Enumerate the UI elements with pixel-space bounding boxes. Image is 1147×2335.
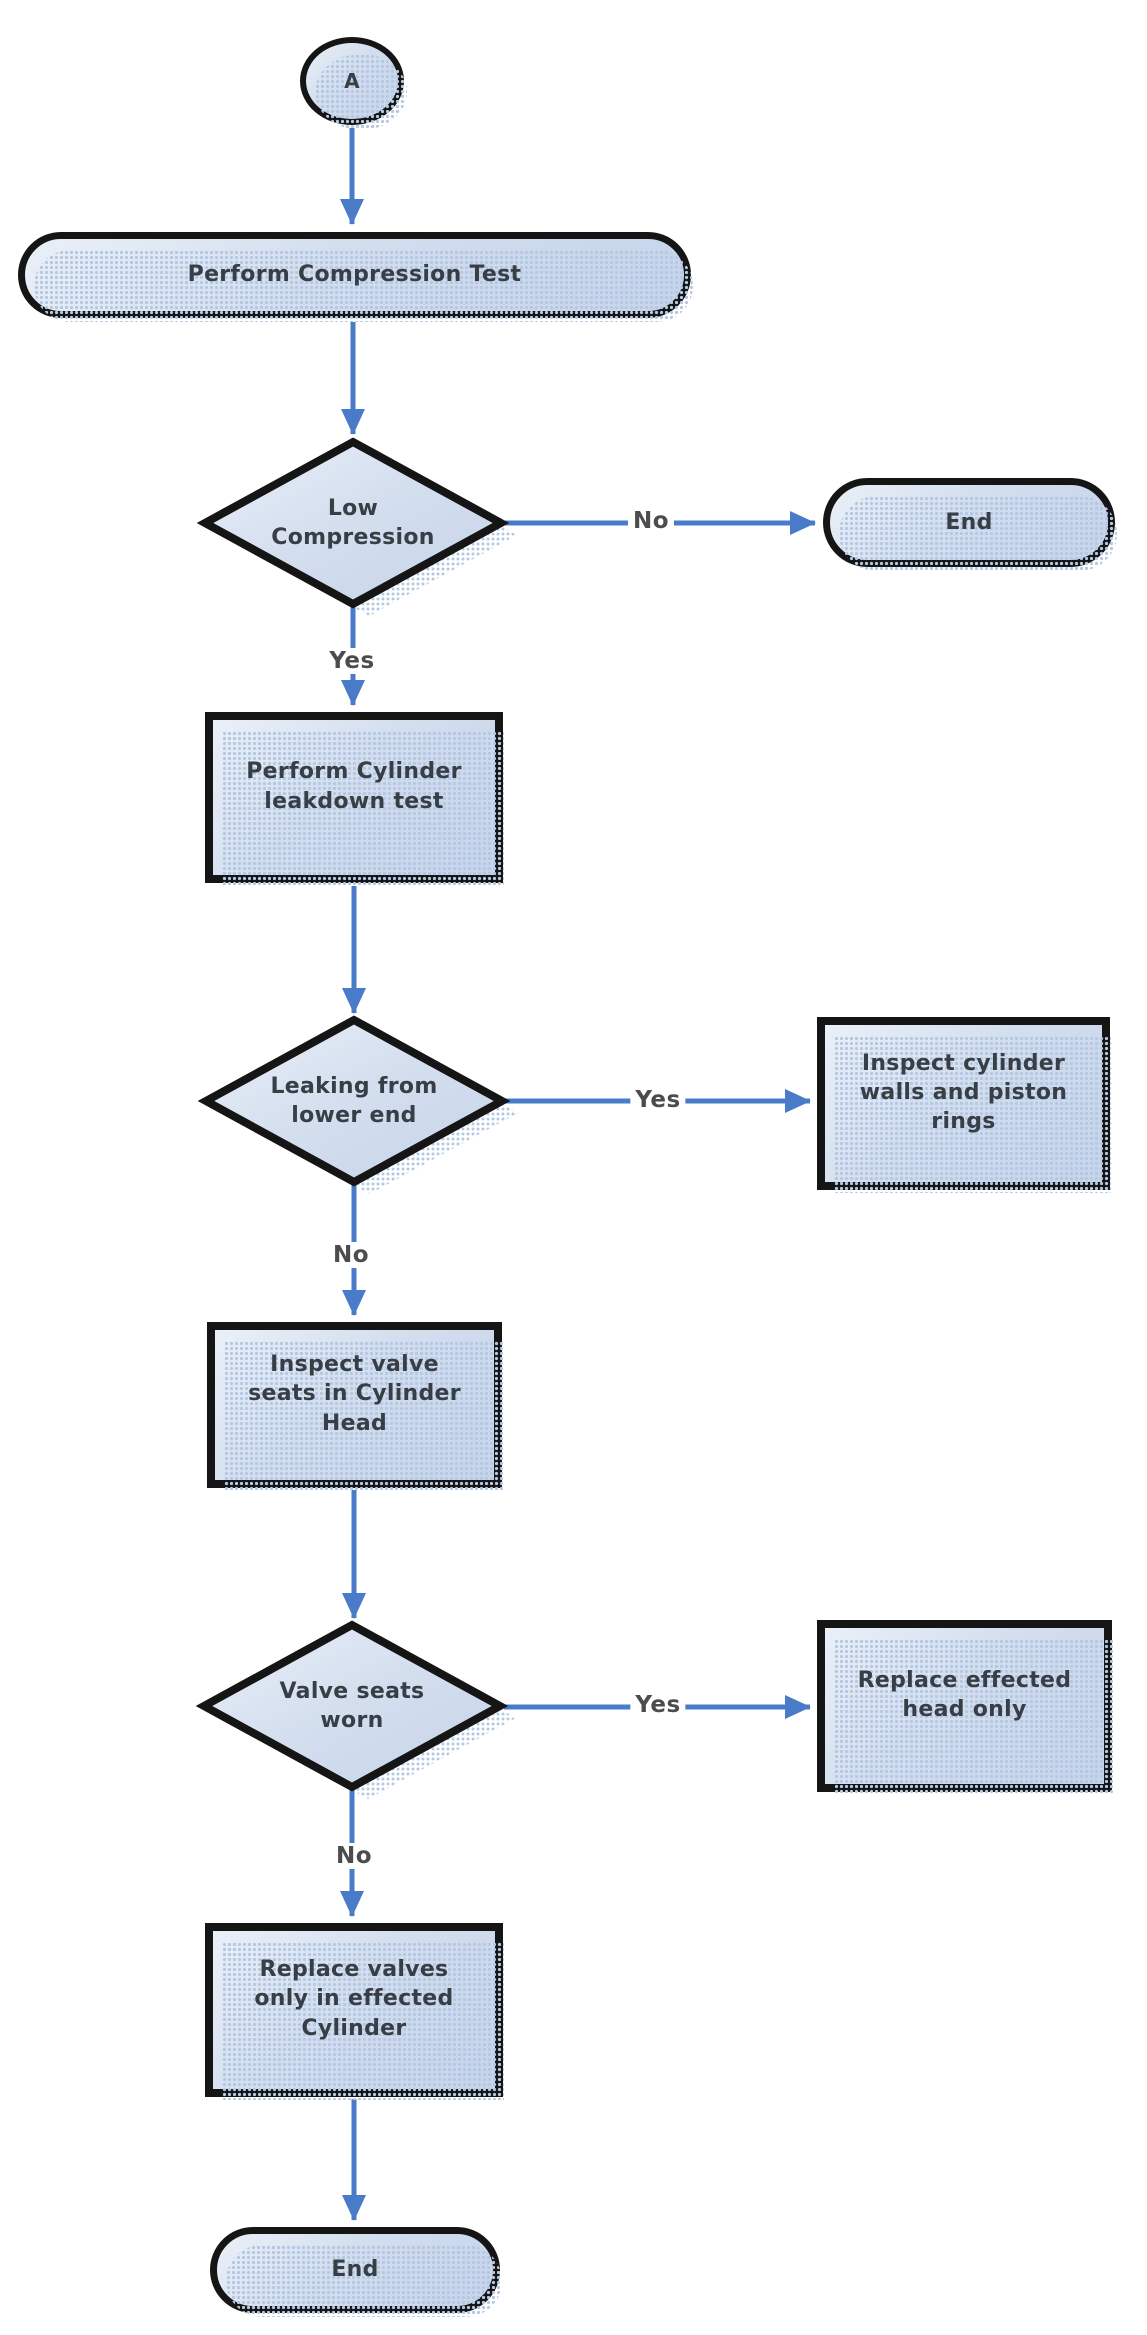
terminator-perform-compression-test: Perform Compression Test	[18, 232, 693, 322]
replace-valves-label: Replace valves only in effected Cylinder	[254, 1957, 454, 2041]
edge-label-low-compression-yes: Yes	[324, 648, 380, 674]
perform-compression-test-label: Perform Compression Test	[187, 262, 522, 288]
inspect-cylinder-walls-label: Inspect cylinder walls and piston rings	[859, 1050, 1068, 1135]
terminator-end-top: End	[823, 478, 1117, 571]
process-inspect-valve-seats: Inspect valve seats in Cylinder Head	[207, 1322, 503, 1491]
edge-label-valve-seats-worn-yes: Yes	[630, 1692, 686, 1718]
process-inspect-cylinder-walls: Inspect cylinder walls and piston rings	[817, 1017, 1111, 1193]
perform-cylinder-leakdown-test-label: Perform Cylinder leakdown test	[246, 759, 462, 814]
decision-low-compression-label: Low Compression	[271, 495, 435, 550]
decision-valve-seats-worn-shape	[195, 1620, 509, 1792]
terminator-end-bottom: End	[210, 2227, 502, 2317]
process-perform-cylinder-leakdown-test: Perform Cylinder leakdown test	[205, 712, 504, 886]
edge-label-low-compression-no: No	[627, 508, 675, 534]
end-top-label: End	[945, 509, 993, 535]
edge-label-leaking-yes: Yes	[630, 1087, 686, 1113]
decision-valve-seats-worn-label: Valve seats worn	[279, 1678, 425, 1733]
end-bottom-label: End	[331, 2257, 379, 2283]
connector-node-a-label: A	[344, 68, 360, 93]
process-replace-effected-head: Replace effected head only	[817, 1620, 1113, 1795]
decision-low-compression-shape	[196, 437, 510, 609]
decision-leaking-from-lower-end-label: Leaking from lower end	[270, 1073, 438, 1128]
process-replace-valves: Replace valves only in effected Cylinder	[205, 1923, 504, 2100]
decision-leaking-from-lower-end-shape	[197, 1015, 511, 1187]
connector-node-a: A	[300, 37, 407, 130]
edge-label-valve-seats-worn-no: No	[330, 1843, 378, 1869]
replace-effected-head-label: Replace effected head only	[857, 1667, 1072, 1722]
inspect-valve-seats-label: Inspect valve seats in Cylinder Head	[248, 1352, 461, 1436]
edge-label-leaking-no: No	[327, 1242, 375, 1268]
